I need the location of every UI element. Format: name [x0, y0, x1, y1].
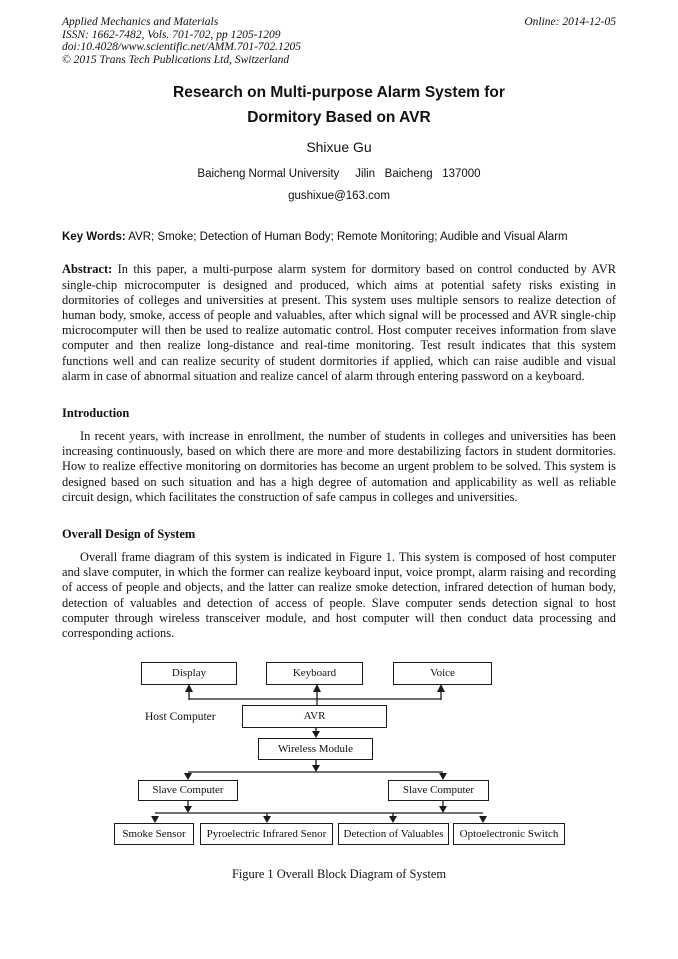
keywords-label: Key Words: [62, 231, 126, 244]
abstract-text: In this paper, a multi-purpose alarm sys… [62, 262, 616, 383]
diagram-box-slave-computer-right: Slave Computer [388, 780, 489, 802]
diagram-box-slave-computer-left: Slave Computer [138, 780, 238, 802]
diagram-box-display: Display [141, 662, 237, 686]
author-email: gushixue@163.com [288, 190, 390, 203]
journal-header-left: Applied Mechanics and Materials ISSN: 16… [62, 16, 301, 66]
diagram-box-avr: AVR [242, 705, 387, 729]
diagram-box-detection-of-valuables: Detection of Valuables [338, 823, 449, 846]
issn-line: ISSN: 1662-7482, Vols. 701-702, pp 1205-… [62, 28, 281, 41]
diagram-box-smoke-sensor: Smoke Sensor [114, 823, 194, 846]
diagram-box-keyboard: Keyboard [266, 662, 363, 686]
paper-title-line2: Dormitory Based on AVR [247, 109, 431, 127]
diagram-box-wireless-module: Wireless Module [258, 738, 373, 761]
online-date: Online: 2014-12-05 [524, 16, 616, 28]
figure-block-diagram: Display Keyboard Voice Host Computer AVR… [62, 658, 616, 848]
doi-line: doi:10.4028/www.scientific.net/AMM.701-7… [62, 41, 302, 54]
paper-title-line1: Research on Multi-purpose Alarm System f… [173, 84, 505, 102]
host-computer-label: Host Computer [145, 711, 216, 724]
section-heading-introduction: Introduction [62, 406, 130, 420]
introduction-paragraph: In recent years, with increase in enroll… [62, 429, 616, 504]
author-affiliation: Baicheng Normal University Jilin Baichen… [197, 168, 481, 181]
overall-design-paragraph: Overall frame diagram of this system is … [62, 550, 616, 641]
title-block: Research on Multi-purpose Alarm System f… [62, 80, 616, 203]
diagram-box-optoelectronic-switch: Optoelectronic Switch [453, 823, 565, 846]
abstract: Abstract: In this paper, a multi-purpose… [62, 262, 616, 384]
paper-page: Applied Mechanics and Materials ISSN: 16… [62, 16, 616, 882]
figure-caption: Figure 1 Overall Block Diagram of System [231, 867, 447, 882]
keywords-text: AVR; Smoke; Detection of Human Body; Rem… [125, 231, 568, 244]
section-heading-overall-design: Overall Design of System [62, 527, 196, 542]
journal-name: Applied Mechanics and Materials [62, 16, 219, 28]
abstract-label: Abstract: [62, 262, 113, 277]
keywords-line: Key Words: AVR; Smoke; Detection of Huma… [62, 230, 616, 244]
author-name: Shixue Gu [306, 139, 372, 156]
diagram-box-pyroelectric-infrared-senor: Pyroelectric Infrared Senor [200, 823, 333, 846]
diagram-box-voice: Voice [393, 662, 492, 686]
journal-header: Applied Mechanics and Materials ISSN: 16… [62, 16, 616, 66]
figure-connectors [151, 684, 487, 824]
copyright-line: © 2015 Trans Tech Publications Ltd, Swit… [62, 53, 290, 66]
